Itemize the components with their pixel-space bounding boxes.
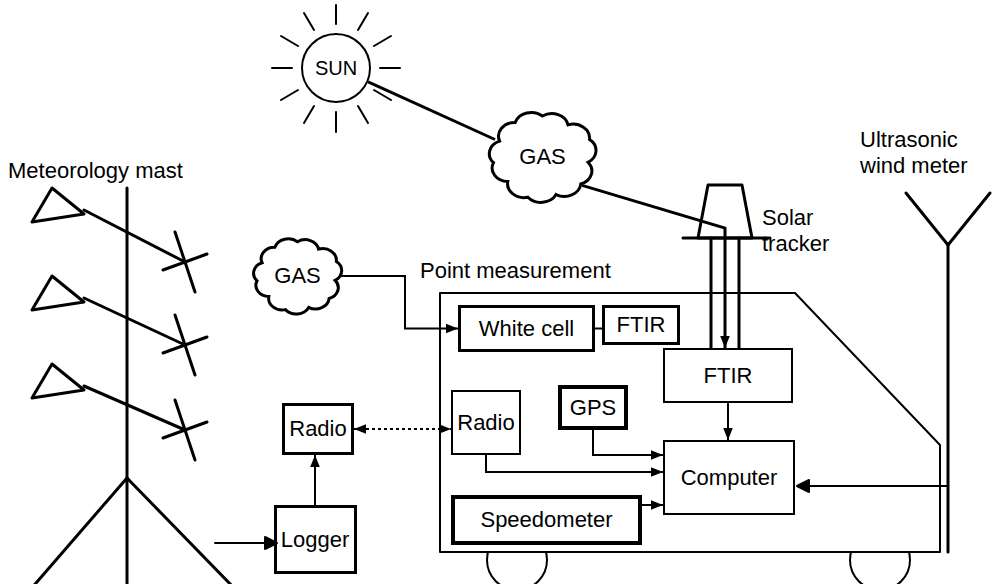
- connector: [593, 430, 663, 455]
- speedometer-box: Speedometer: [451, 495, 642, 545]
- radio-box: Radio: [451, 390, 521, 455]
- connector: [354, 428, 451, 430]
- node-text: Radio: [289, 416, 346, 441]
- node-text: SUN: [315, 57, 357, 80]
- wind-meter-label: Ultrasonic wind meter: [860, 127, 996, 179]
- computer-box: Computer: [663, 440, 795, 515]
- van-label: Point measurement: [420, 258, 611, 284]
- node-text: GPS: [570, 395, 616, 420]
- sun-circle: SUN: [301, 33, 371, 103]
- connector: [727, 403, 729, 440]
- node-text: White cell: [479, 316, 574, 341]
- van-body: [440, 293, 940, 552]
- node-text: GAS: [274, 263, 320, 288]
- connector: [340, 276, 458, 329]
- connector: [486, 455, 663, 472]
- tracker-label: Solar tracker: [762, 205, 840, 257]
- logger-box: Logger: [274, 505, 357, 574]
- node-text: Logger: [281, 527, 350, 552]
- mast-label: Meteorology mast: [8, 158, 183, 184]
- ultrasonic-wind-meter: [906, 193, 990, 552]
- connector: [314, 455, 316, 505]
- node-text: Radio: [457, 410, 514, 435]
- node-text: GAS: [519, 144, 565, 169]
- node-text: FTIR: [617, 312, 666, 337]
- gas-cloud: GAS: [485, 108, 600, 206]
- connector: [642, 504, 663, 506]
- gas-cloud: GAS: [250, 235, 345, 317]
- meteorology-mast: [30, 188, 236, 584]
- connector: [368, 82, 495, 140]
- node-text: FTIR: [704, 363, 753, 388]
- radio-box: Radio: [282, 403, 354, 455]
- ftir-box: FTIR: [663, 348, 793, 403]
- sun-rays: [272, 5, 400, 132]
- node-text: Speedometer: [480, 507, 612, 532]
- connector: [595, 328, 602, 330]
- node-text: Computer: [681, 465, 778, 490]
- ftir-box: FTIR: [602, 305, 680, 345]
- white-cell-box: White cell: [458, 305, 595, 352]
- wind-meter-signal-arrow: [797, 480, 948, 492]
- gps-box: GPS: [558, 385, 628, 430]
- mast-signal-arrow: [215, 537, 277, 549]
